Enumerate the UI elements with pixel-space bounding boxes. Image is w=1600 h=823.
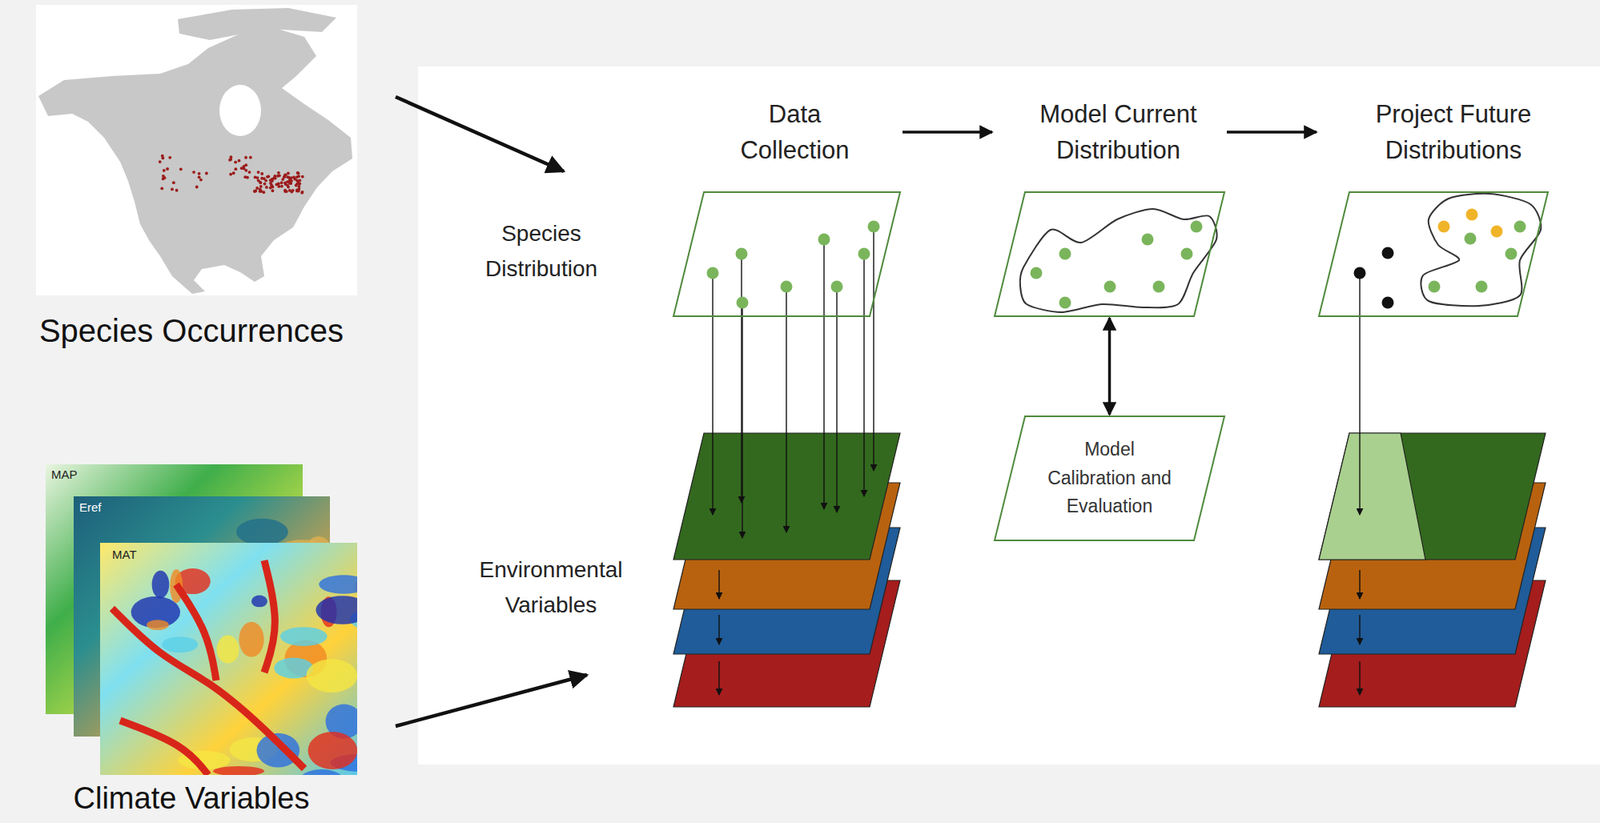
occurrence-dot — [1030, 267, 1043, 280]
occurrence-dot — [1428, 281, 1441, 294]
sample-arrow — [872, 226, 874, 471]
stage-heading: Data Collection — [715, 96, 876, 169]
input-arrow — [395, 675, 587, 727]
occurrence-dot — [1514, 221, 1527, 234]
occurrence-dot — [1190, 221, 1203, 234]
box-label: Model Calibration and Evaluation — [1045, 435, 1174, 522]
occurrence-dot — [1181, 248, 1194, 261]
occurrence-dot — [1464, 233, 1477, 246]
occurrence-dot — [1104, 281, 1117, 294]
sample-arrow — [836, 286, 837, 513]
occurrence-dot — [1382, 247, 1395, 260]
sample-arrow — [718, 570, 720, 599]
occurrence-dot — [1438, 221, 1451, 234]
sample-arrow — [711, 273, 713, 515]
label-text: Species Occurrences — [6, 312, 377, 350]
label-text: Environmental Variables — [458, 552, 644, 624]
suitable-area — [1318, 433, 1426, 560]
label-text: MAP — [51, 467, 100, 483]
stage-plane: Project Future Distributions — [1318, 96, 1548, 317]
shape-outline — [994, 96, 1225, 317]
occurrence-dot — [707, 267, 720, 280]
occurrence-dot — [868, 221, 881, 234]
sample-arrow — [1358, 615, 1360, 645]
sample-arrow — [718, 661, 720, 696]
input-arrow — [395, 96, 564, 172]
sample-arrow — [718, 615, 720, 645]
sample-arrow — [1358, 661, 1360, 696]
label-text: MAT — [112, 547, 161, 563]
shape-outline — [673, 96, 901, 317]
label-text: Climate Variables — [6, 781, 377, 817]
stage-heading: Project Future Distributions — [1348, 96, 1559, 169]
occurrence-dot — [1153, 281, 1166, 294]
occurrence-dot — [1466, 209, 1479, 222]
occurrence-dot — [736, 297, 749, 310]
env-layer — [1318, 433, 1546, 560]
stage-plane: Data Collection — [673, 96, 901, 317]
occurrence-dot — [1382, 297, 1395, 310]
sample-arrow — [823, 239, 825, 510]
species-occurrence-map — [36, 4, 358, 296]
occurrence-dot — [858, 248, 871, 261]
content-panel — [418, 66, 1600, 765]
range-outline — [1420, 193, 1541, 306]
occurrence-dot — [818, 233, 831, 246]
sample-arrow — [1358, 570, 1360, 599]
climate-raster — [100, 542, 394, 797]
occurrence-dot — [735, 248, 748, 261]
range-outline — [1020, 209, 1218, 313]
occurrence-dot — [1505, 248, 1518, 261]
shape-outline — [1318, 96, 1548, 317]
sample-arrow — [785, 286, 787, 533]
flow-arrow — [902, 130, 993, 134]
label-text: Eref — [79, 500, 128, 515]
stage-heading: Model Current Distribution — [1018, 96, 1219, 169]
process-box: Model Calibration and Evaluation — [994, 416, 1225, 541]
flow-arrow — [1226, 130, 1317, 134]
label-text: Species Distribution — [465, 216, 618, 287]
flow-arrow — [1108, 317, 1112, 415]
occurrence-dot — [1354, 267, 1367, 280]
occurrence-dot — [780, 281, 793, 294]
sample-arrow — [741, 302, 743, 539]
occurrence-dot — [1491, 225, 1504, 238]
stage-plane: Model Current Distribution — [994, 96, 1225, 317]
sample-arrow — [1358, 273, 1360, 515]
occurrence-dot — [831, 281, 844, 294]
occurrence-dot — [1475, 281, 1488, 294]
occurrence-dot — [1059, 297, 1072, 310]
occurrence-dot — [1059, 248, 1072, 261]
occurrence-dot — [1141, 233, 1154, 246]
sample-arrow — [863, 253, 865, 497]
